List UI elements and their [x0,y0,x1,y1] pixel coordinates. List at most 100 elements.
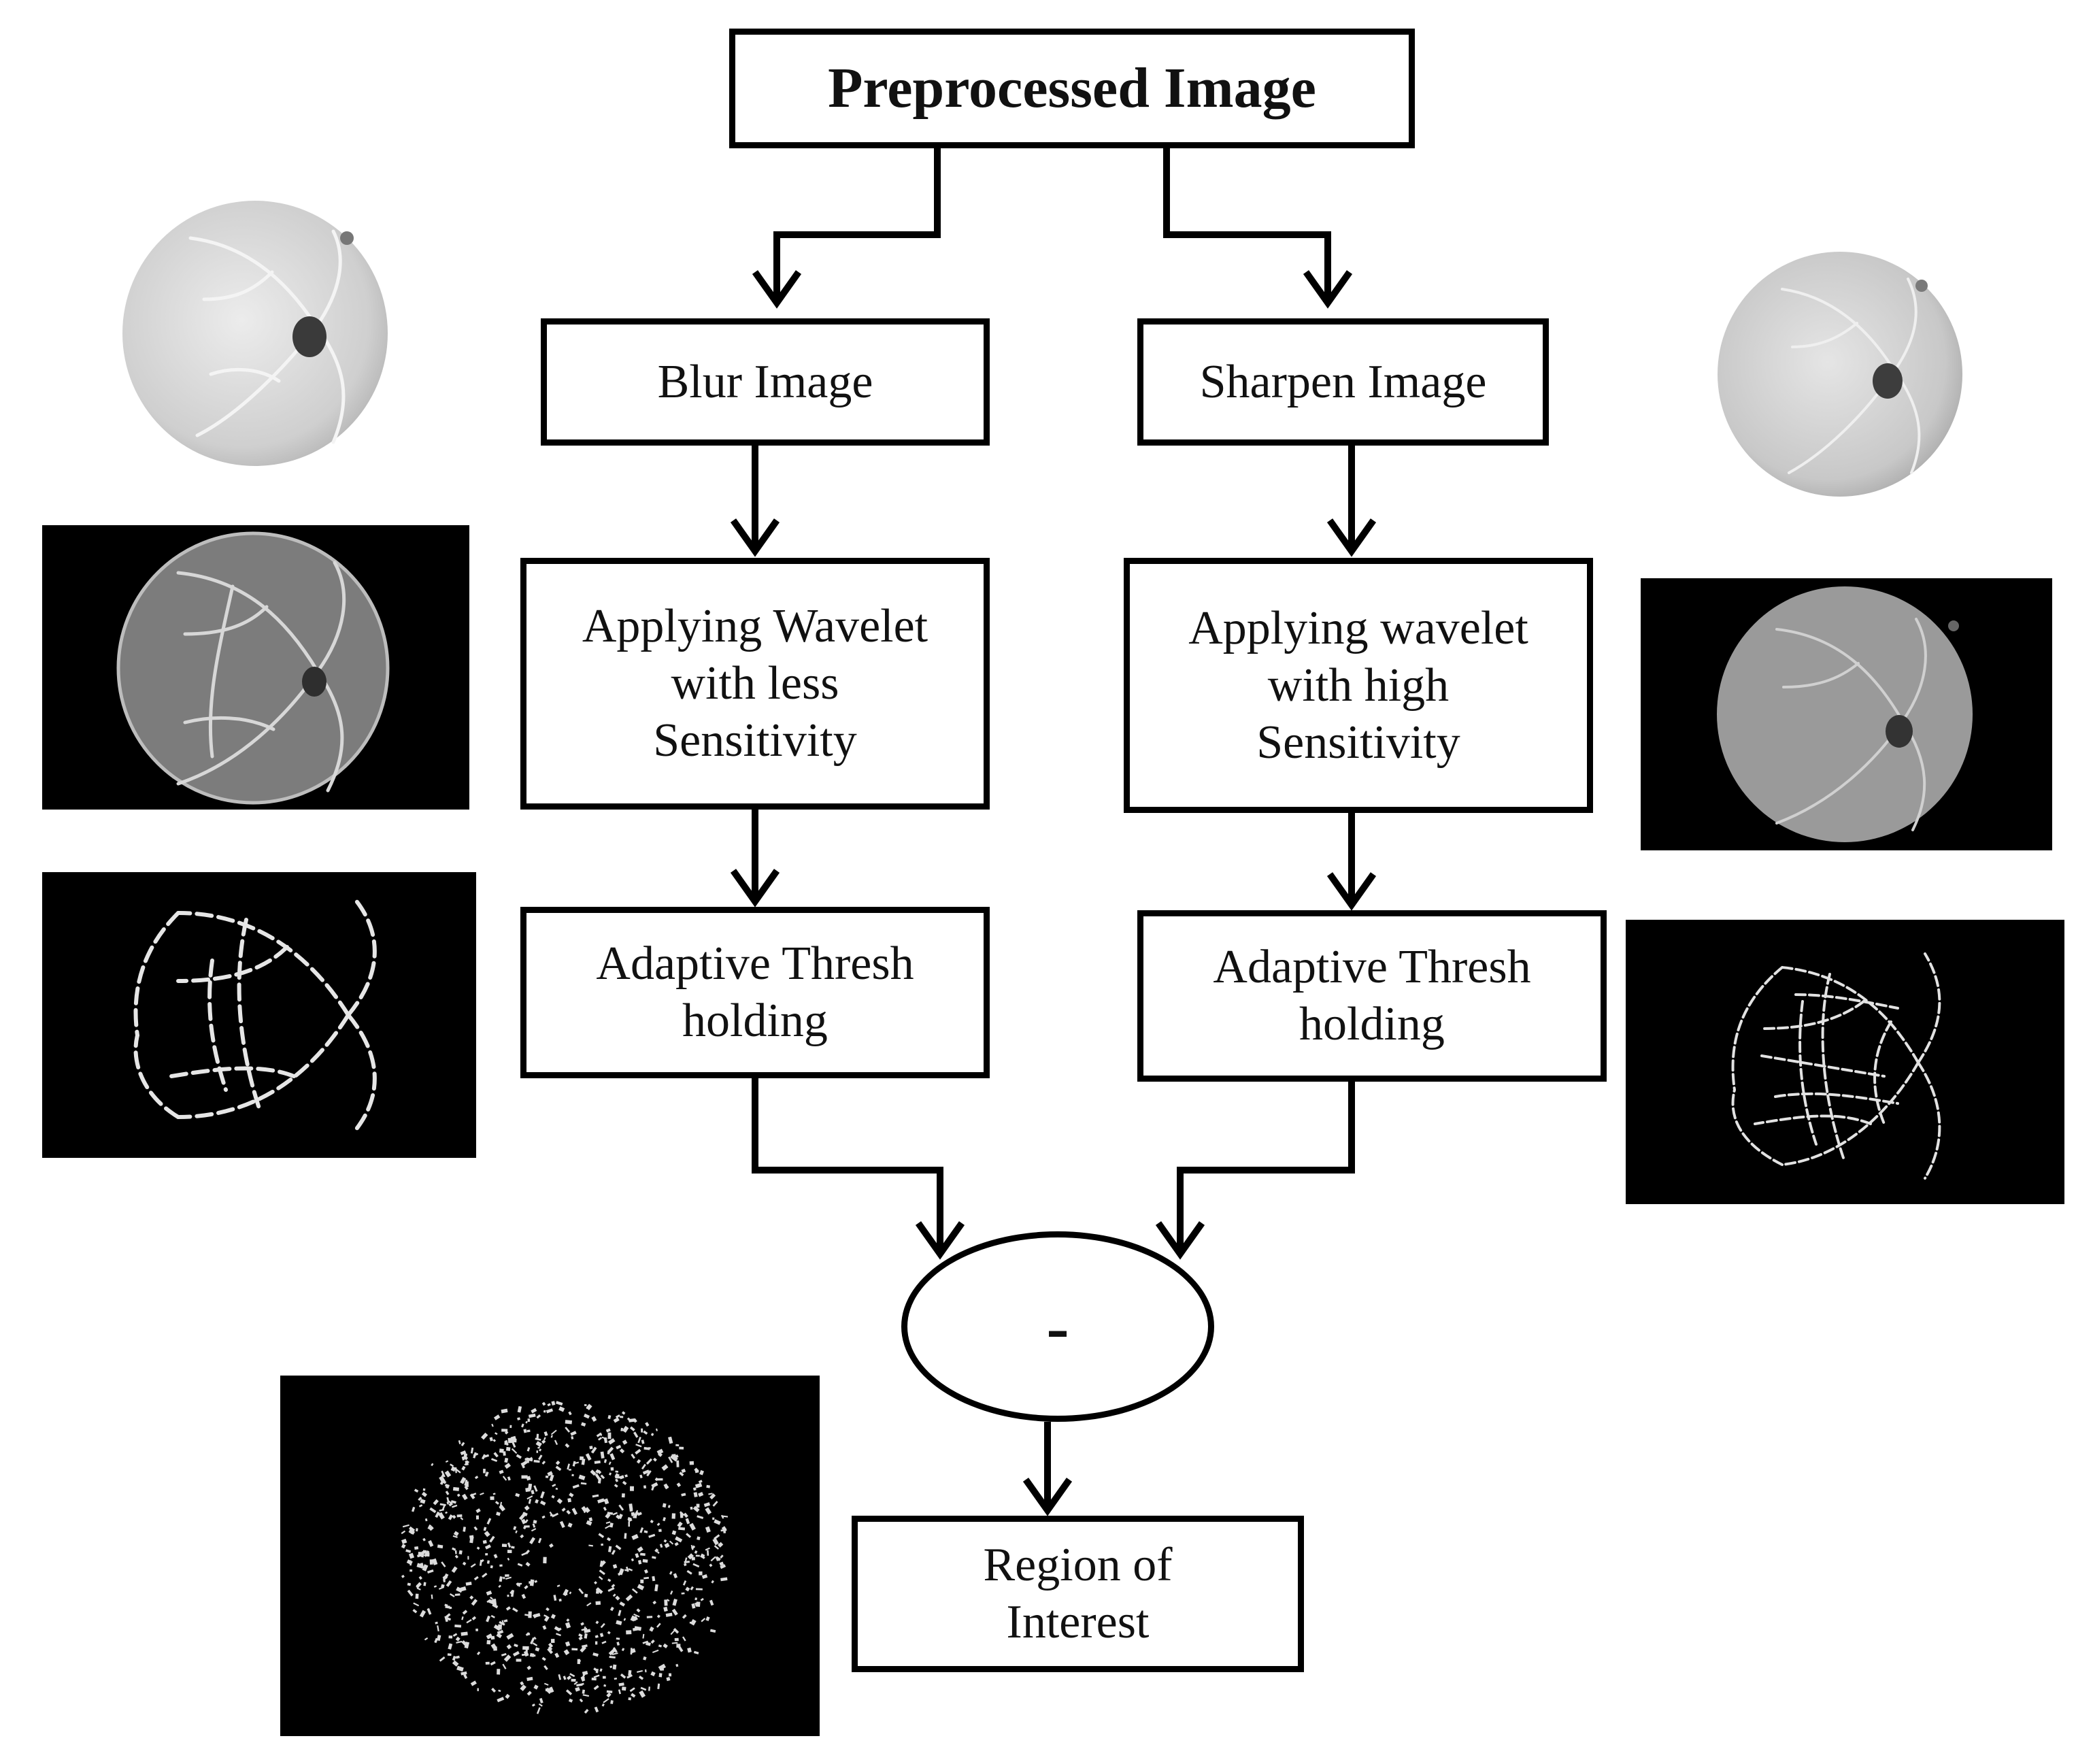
roi-speckle [679,1446,684,1450]
roi-speckle [589,1446,593,1450]
roi-speckle [684,1557,688,1563]
roi-speckle [569,1469,571,1471]
roi-speckle [549,1686,554,1693]
roi-speckle [722,1515,729,1518]
roi-speckle [631,1693,636,1698]
roi-speckle [464,1642,470,1649]
roi-speckle [495,1501,499,1505]
roi-speckle [482,1572,488,1578]
roi-speckle [492,1493,496,1495]
roi-speckle [646,1642,651,1646]
roi-speckle [444,1470,452,1478]
roi-speckle [427,1524,432,1530]
roi-speckle [707,1550,709,1556]
roi-speckle [695,1554,700,1557]
roi-speckle [510,1438,517,1443]
roi-speckle [650,1433,654,1437]
roi-speckle [454,1593,461,1596]
roi-speckle [677,1521,683,1528]
roi-speckle [648,1533,656,1538]
roi-speckle [614,1484,618,1488]
roi-speckle [516,1582,520,1586]
roi-speckle [517,1563,523,1567]
roi-speckle [456,1665,464,1672]
roi-speckle [684,1561,690,1563]
roi-speckle [573,1681,578,1685]
roi-speckle [608,1648,616,1656]
roi-speckle [442,1575,448,1580]
roi-speckle [456,1493,461,1497]
roi-speckle [645,1422,650,1427]
roi-speckle [629,1508,633,1512]
roi-speckle [429,1559,433,1565]
roi-speckle [484,1471,489,1477]
roi-speckle [550,1435,553,1438]
roi-speckle [415,1593,419,1599]
roi-speckle [483,1469,486,1474]
roi-speckle [443,1579,446,1583]
roi-speckle [622,1440,628,1445]
roi-speckle [612,1652,618,1655]
arrowhead-blur [752,270,802,309]
roi-speckle [526,1476,531,1481]
roi-speckle [521,1518,526,1525]
roi-speckle [454,1550,457,1554]
roi-speckle [691,1603,696,1609]
roi-speckle [578,1636,583,1641]
roi-speckle [641,1463,646,1470]
roi-speckle [490,1614,495,1618]
roi-speckle [712,1517,715,1520]
roi-speckle [720,1564,726,1569]
arrowhead-roi [1022,1478,1073,1516]
roi-speckle [543,1616,550,1622]
roi-speckle [658,1673,663,1678]
roi-speckle [499,1448,504,1453]
roi-speckle [401,1544,406,1549]
roi-speckle [541,1440,546,1444]
roi-speckle [492,1439,497,1442]
roi-speckle [572,1484,580,1489]
roi-speckle [499,1469,504,1474]
roi-speckle [446,1497,450,1503]
roi-speckle [452,1486,460,1491]
roi-speckle [637,1437,641,1444]
roi-speckle [516,1454,522,1459]
roi-speckle [541,1515,546,1519]
roi-speckle [431,1594,433,1599]
roi-speckle [512,1607,518,1612]
roi-speckle [640,1552,646,1557]
roi-speckle [469,1595,474,1600]
roi-speckle [469,1535,474,1540]
roi-speckle [694,1550,698,1554]
roi-speckle [600,1474,605,1480]
roi-speckle [555,1487,558,1491]
roi-speckle [543,1410,546,1413]
roi-speckle [626,1417,631,1422]
roi-speckle [607,1587,615,1592]
wavelet-image-right [1641,578,2052,850]
arrowhead-wavelet-less [730,518,780,557]
roi-speckle [584,1708,589,1714]
subtraction-symbol: - [1046,1288,1069,1365]
roi-speckle [454,1625,462,1628]
roi-speckle-pattern [401,1401,729,1714]
roi-speckle [506,1644,512,1650]
roi-speckle [515,1493,520,1497]
roi-speckle [633,1516,637,1518]
roi-speckle [551,1495,555,1499]
roi-speckle [698,1492,704,1497]
roi-speckle [637,1560,642,1565]
roi-speckle [521,1653,529,1657]
roi-speckle [584,1593,588,1598]
adaptive-threshold-left-box: Adaptive Thresh holding [520,907,990,1078]
roi-speckle [526,1665,532,1670]
roi-speckle [526,1457,533,1463]
roi-speckle [651,1482,658,1488]
roi-speckle [689,1522,696,1531]
roi-speckle [549,1474,554,1482]
roi-speckle [533,1459,540,1463]
roi-speckle [536,1414,541,1419]
roi-speckle [643,1530,648,1533]
roi-speckle [650,1671,656,1677]
roi-speckle [518,1513,526,1520]
